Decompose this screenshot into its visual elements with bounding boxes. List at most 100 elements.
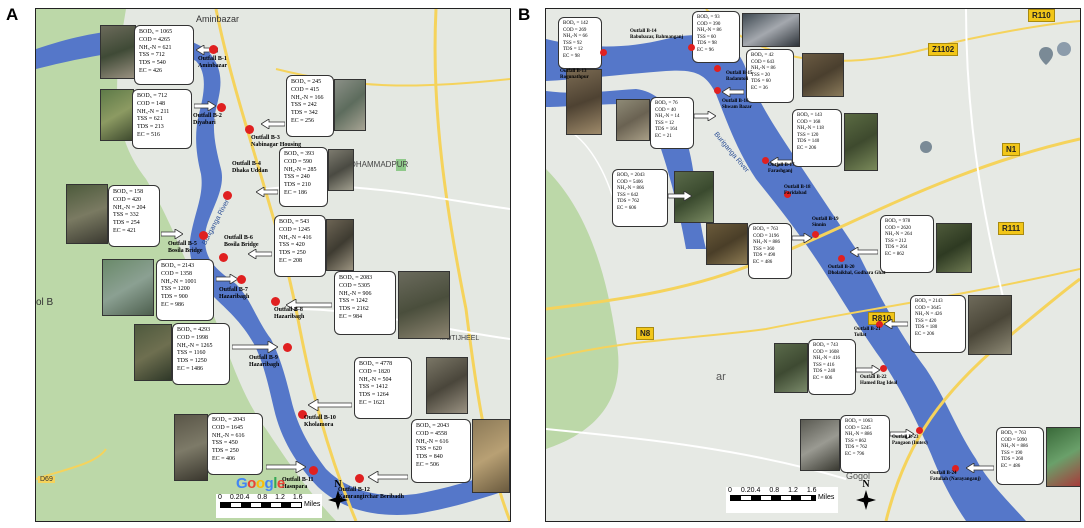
arrow-b4 (256, 187, 278, 197)
outfall-dot-b12[interactable] (355, 474, 364, 483)
outfall-dot-b15[interactable] (714, 65, 721, 72)
photo-outfall-b7 (102, 259, 154, 316)
map-panel-a: Aminbazar MOHAMMADPUR MOTIJHEEL ol B D69… (35, 8, 511, 522)
arrow-b21 (884, 319, 908, 329)
outfall-dot-b16[interactable] (714, 87, 721, 94)
outfall-dot-b9[interactable] (283, 343, 292, 352)
outfall-dot-b11[interactable] (309, 466, 318, 475)
arrow-b15 (722, 87, 744, 97)
photo-outfall-b13 (566, 69, 602, 135)
photo-outfall-b1 (100, 25, 136, 79)
photo-outfall-b22 (774, 343, 808, 393)
arrow-b17 (770, 157, 792, 167)
outfall-dot-b24[interactable] (952, 465, 959, 472)
outfall-dot-b22[interactable] (880, 365, 887, 372)
photo-outfall-b2 (100, 89, 134, 141)
outfall-dot-b13[interactable] (600, 49, 607, 56)
outfall-dot-b2[interactable] (217, 103, 226, 112)
arrow-b18 (668, 191, 692, 201)
road-label-d69: D69 (38, 476, 55, 483)
outfall-dot-b18[interactable] (784, 191, 791, 198)
road-badge-r111: R111 (998, 222, 1025, 235)
outfall-dot-b19[interactable] (812, 231, 819, 238)
outfall-dot-b7[interactable] (237, 275, 246, 284)
outfall-dot-b23[interactable] (916, 427, 923, 434)
outfall-dot-b5[interactable] (199, 231, 208, 240)
arrow-b2 (194, 101, 216, 111)
photo-outfall-b24 (1046, 427, 1080, 487)
photo-outfall-b4 (328, 149, 354, 191)
outfall-dot-b14[interactable] (688, 44, 695, 51)
photo-outfall-b6 (326, 219, 354, 271)
arrow-b11 (266, 461, 306, 473)
photo-outfall-b17 (844, 113, 878, 171)
outfall-dot-b3[interactable] (245, 125, 254, 134)
outfall-dot-b8[interactable] (271, 297, 280, 306)
panel-letter-a: A (6, 5, 19, 24)
photo-outfall-b15 (742, 13, 800, 47)
outfall-dot-b1[interactable] (209, 45, 218, 54)
photo-outfall-b12 (472, 419, 510, 493)
arrow-b22 (856, 365, 880, 375)
arrow-b23 (890, 429, 914, 439)
road-badge-z1102: Z1102 (928, 43, 959, 56)
arrow-b8 (286, 299, 332, 311)
arrow-b24 (966, 463, 994, 473)
arrow-b12 (368, 471, 408, 483)
arrow-b6 (248, 249, 272, 259)
map-text-ar: ar (716, 371, 726, 383)
outfall-dot-b20[interactable] (838, 255, 845, 262)
google-logo: Google (236, 475, 285, 492)
road-badge-n1: N1 (1002, 143, 1021, 156)
arrow-b9 (232, 341, 278, 353)
outfall-dot-b4[interactable] (223, 191, 232, 200)
outfall-dot-b6[interactable] (219, 253, 228, 262)
photo-outfall-b23 (800, 419, 840, 471)
map-panel-b: R110 Z1102 N1 R111 R810 N8 Buriganga Riv… (545, 8, 1081, 522)
place-label-motijheel: MOTIJHEEL (440, 335, 480, 342)
outfall-dot-b21[interactable] (876, 321, 883, 328)
arrow-b5 (161, 229, 183, 239)
outfall-dot-b17[interactable] (762, 157, 769, 164)
road-badge-r110: R110 (1028, 9, 1055, 22)
photo-outfall-b8 (398, 271, 450, 339)
north-arrow-a: N (328, 479, 348, 513)
panel-letter-b: B (518, 5, 531, 24)
photo-outfall-b5 (66, 184, 108, 244)
photo-outfall-b3 (334, 79, 366, 131)
arrow-b19 (792, 233, 812, 243)
outfall-dot-b10[interactable] (298, 410, 307, 419)
arrow-b7 (216, 274, 238, 284)
